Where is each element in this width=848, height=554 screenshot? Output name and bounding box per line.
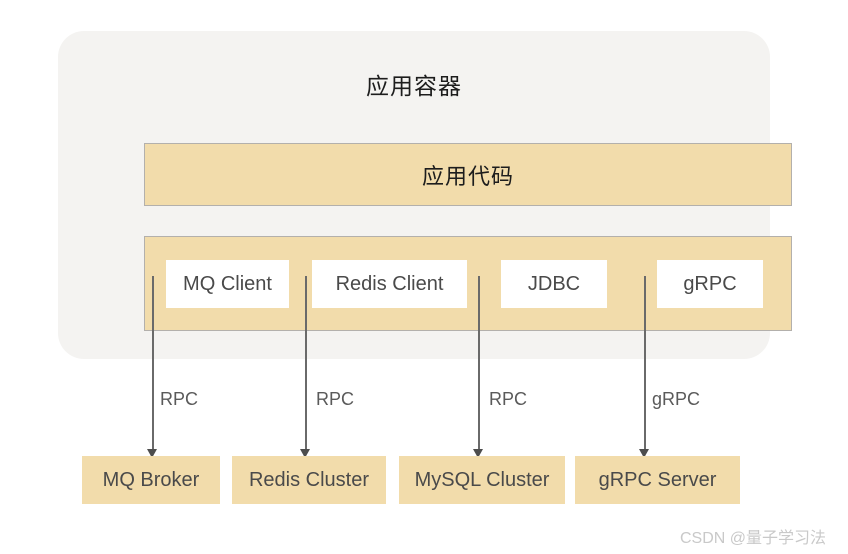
service-box: Redis Cluster bbox=[232, 456, 386, 504]
arrow-head-icon bbox=[639, 449, 650, 458]
connector-protocol-label: gRPC bbox=[652, 389, 701, 409]
client-box: Redis Client bbox=[312, 260, 467, 308]
connector-line bbox=[305, 276, 307, 453]
service-box-label: MySQL Cluster bbox=[414, 468, 550, 491]
arrow-head-icon bbox=[147, 449, 158, 458]
connector-protocol-label: RPC bbox=[489, 389, 528, 409]
application-code-box: 应用代码 bbox=[144, 143, 792, 206]
application-container-group: 应用容器 应用代码 MQ Client Redis Client JDBC gRPC bbox=[58, 31, 792, 359]
service-box: MySQL Cluster bbox=[399, 456, 565, 504]
client-box-label: JDBC bbox=[527, 272, 581, 295]
service-box-label: Redis Cluster bbox=[248, 468, 370, 491]
connector-line bbox=[152, 276, 154, 453]
service-box-label: MQ Broker bbox=[102, 468, 200, 491]
service-box: MQ Broker bbox=[82, 456, 220, 504]
client-library-band: MQ Client Redis Client JDBC gRPC bbox=[144, 236, 792, 331]
connector-line bbox=[644, 276, 646, 453]
client-box: MQ Client bbox=[166, 260, 289, 308]
application-code-label: 应用代码 bbox=[421, 163, 514, 189]
connector-protocol-label: RPC bbox=[160, 389, 199, 409]
service-box-label: gRPC Server bbox=[598, 468, 717, 491]
connector-protocol-label: RPC bbox=[316, 389, 355, 409]
arrow-head-icon bbox=[300, 449, 311, 458]
client-box-label: Redis Client bbox=[335, 272, 444, 295]
client-box-label: gRPC bbox=[683, 272, 737, 295]
watermark: CSDN @量子学习法 bbox=[679, 530, 826, 547]
client-box-label: MQ Client bbox=[183, 272, 272, 295]
client-box: gRPC bbox=[657, 260, 763, 308]
client-box: JDBC bbox=[501, 260, 607, 308]
container-title: 应用容器 bbox=[366, 73, 462, 99]
arrow-head-icon bbox=[473, 449, 484, 458]
service-box: gRPC Server bbox=[575, 456, 740, 504]
connector-line bbox=[478, 276, 480, 453]
